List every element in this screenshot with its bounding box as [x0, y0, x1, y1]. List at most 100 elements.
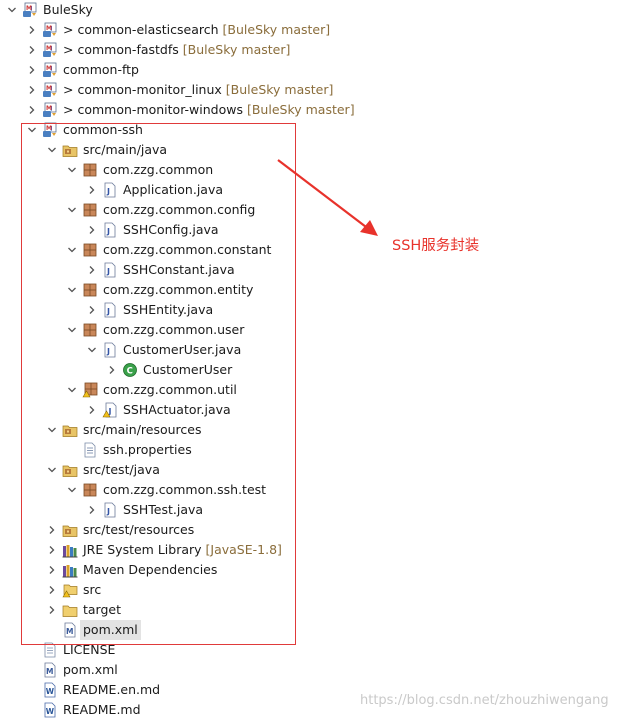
chevron-right-icon[interactable]	[26, 20, 38, 40]
chevron-down-icon[interactable]	[46, 140, 58, 160]
tree-item-text: src/test/java	[83, 462, 160, 477]
tree-item-label: >common-fastdfs [BuleSky master]	[63, 40, 290, 60]
tree-item-text: com.zzg.common.ssh.test	[103, 482, 267, 497]
svg-text:J: J	[106, 267, 110, 276]
tree-item-text: pom.xml	[63, 662, 118, 677]
tree-item-label: com.zzg.common.entity	[103, 280, 253, 300]
tree-item-label: com.zzg.common.user	[103, 320, 244, 340]
svg-text:M: M	[66, 627, 73, 636]
chevron-right-icon[interactable]	[46, 540, 58, 560]
tree-item-label: src/test/resources	[83, 520, 194, 540]
properties-file-icon	[82, 442, 98, 458]
tree-item-label: com.zzg.common.ssh.test	[103, 480, 266, 500]
tree-item-text: ssh.properties	[103, 442, 192, 457]
watermark: https://blog.csdn.net/zhouzhiwengang	[360, 693, 609, 708]
svg-text:J: J	[106, 187, 110, 196]
chevron-down-icon[interactable]	[86, 340, 98, 360]
tree-item-label: LICENSE	[63, 640, 115, 660]
chevron-down-icon[interactable]	[66, 280, 78, 300]
git-dirty-marker: >	[63, 22, 74, 37]
chevron-right-icon[interactable]	[26, 80, 38, 100]
annotation-label: SSH服务封装	[392, 238, 480, 254]
chevron-right-icon[interactable]	[86, 400, 98, 420]
package-icon	[82, 202, 98, 218]
library-icon	[62, 542, 78, 558]
java-file-icon: J	[102, 262, 118, 278]
tree-item-label: README.en.md	[63, 680, 160, 700]
svg-text:J: J	[50, 46, 52, 52]
svg-text:M: M	[26, 5, 32, 12]
source-folder-icon	[62, 522, 78, 538]
chevron-right-icon[interactable]	[106, 360, 118, 380]
folder-warning-icon	[62, 582, 78, 598]
tree-item-text: BuleSky	[43, 2, 93, 17]
tree-item-text: com.zzg.common.constant	[103, 242, 272, 257]
svg-text:J: J	[106, 227, 110, 236]
tree-item-text: src/main/java	[83, 142, 168, 157]
text-file-icon	[42, 642, 58, 658]
tree-item-label: Application.java	[123, 180, 223, 200]
chevron-right-icon[interactable]	[46, 580, 58, 600]
chevron-right-icon[interactable]	[26, 100, 38, 120]
tree-item-label: >common-monitor_linux [BuleSky master]	[63, 80, 333, 100]
tree-item-label: JRE System Library [JavaSE-1.8]	[83, 540, 282, 560]
tree-item-text: src	[83, 582, 102, 597]
chevron-down-icon[interactable]	[66, 480, 78, 500]
git-dirty-marker: >	[63, 42, 74, 57]
tree-item-text: com.zzg.common.entity	[103, 282, 254, 297]
maven-pom-icon: M	[62, 622, 78, 638]
tree-item-text: common-elasticsearch	[77, 22, 219, 37]
java-file-icon: J	[102, 182, 118, 198]
tree-item-label: SSHActuator.java	[123, 400, 231, 420]
tree-item-label: pom.xml	[63, 660, 118, 680]
git-dirty-marker: >	[63, 102, 74, 117]
library-icon	[62, 562, 78, 578]
tree-item-text: SSHEntity.java	[123, 302, 214, 317]
chevron-down-icon[interactable]	[6, 0, 18, 20]
chevron-right-icon[interactable]	[86, 220, 98, 240]
svg-text:J: J	[30, 6, 32, 12]
svg-text:M: M	[46, 105, 52, 112]
tree-item-label: ssh.properties	[103, 440, 192, 460]
tree-item-text: common-fastdfs	[77, 42, 179, 57]
tree-item-decoration: [BuleSky master]	[222, 22, 331, 37]
chevron-right-icon[interactable]	[46, 520, 58, 540]
chevron-right-icon[interactable]	[86, 180, 98, 200]
chevron-right-icon[interactable]	[26, 40, 38, 60]
tree-item-label: target	[83, 600, 121, 620]
chevron-right-icon[interactable]	[46, 560, 58, 580]
chevron-down-icon[interactable]	[46, 420, 58, 440]
chevron-down-icon[interactable]	[66, 160, 78, 180]
tree-item-text: com.zzg.common.util	[103, 382, 237, 397]
source-folder-icon	[62, 462, 78, 478]
chevron-down-icon[interactable]	[66, 380, 78, 400]
tree-item-text: README.md	[63, 702, 141, 717]
chevron-right-icon[interactable]	[86, 300, 98, 320]
chevron-down-icon[interactable]	[66, 320, 78, 340]
tree-item-text: common-monitor-windows	[77, 102, 243, 117]
tree-item-text: README.en.md	[63, 682, 161, 697]
tree-item-decoration: [BuleSky master]	[246, 102, 355, 117]
tree-item-text: LICENSE	[63, 642, 116, 657]
tree-item-text: common-ftp	[63, 62, 139, 77]
tree-item-decoration: [BuleSky master]	[182, 42, 291, 57]
svg-text:J: J	[106, 347, 110, 356]
chevron-right-icon[interactable]	[86, 260, 98, 280]
tree-item-text: com.zzg.common.config	[103, 202, 256, 217]
chevron-down-icon[interactable]	[66, 200, 78, 220]
chevron-right-icon[interactable]	[46, 600, 58, 620]
svg-text:J: J	[50, 66, 52, 72]
chevron-down-icon[interactable]	[46, 460, 58, 480]
tree-item-decoration: [JavaSE-1.8]	[205, 542, 282, 557]
chevron-right-icon[interactable]	[86, 500, 98, 520]
svg-text:J: J	[50, 26, 52, 32]
chevron-right-icon[interactable]	[26, 60, 38, 80]
java-file-icon: J	[102, 502, 118, 518]
svg-text:M: M	[46, 85, 52, 92]
svg-text:J: J	[50, 106, 52, 112]
tree-item-text: com.zzg.common.user	[103, 322, 245, 337]
chevron-down-icon[interactable]	[66, 240, 78, 260]
chevron-down-icon[interactable]	[26, 120, 38, 140]
